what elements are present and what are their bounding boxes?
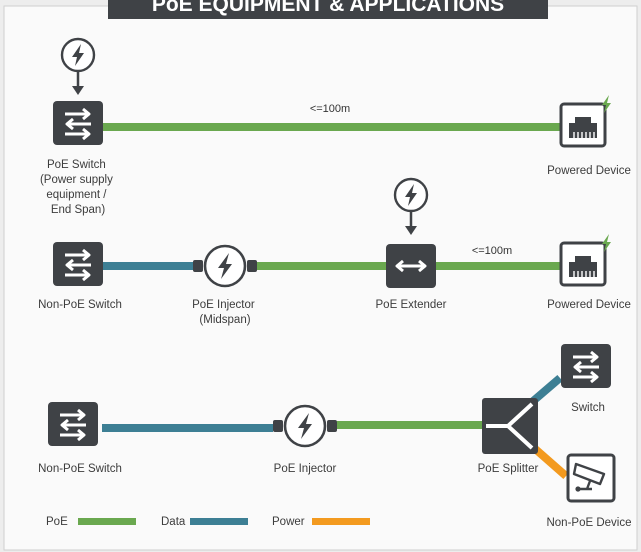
row-1: <=100m PoE Switch (Power supply equipmen… bbox=[40, 37, 631, 216]
power-source-icon bbox=[60, 37, 96, 95]
poe-switch-label: PoE Switch (Power supply equipment / End… bbox=[40, 159, 116, 216]
diagram-title: PoE EQUIPMENT & APPLICATIONS bbox=[152, 0, 504, 16]
network-switch-icon bbox=[46, 400, 100, 448]
network-switch-icon bbox=[559, 342, 613, 390]
power-source-icon bbox=[393, 177, 429, 235]
row-2: Non-PoE Switch PoE Injector (Midspan) Po… bbox=[38, 177, 631, 326]
distance-label: <=100m bbox=[472, 245, 512, 257]
distance-label: <=100m bbox=[310, 103, 350, 115]
network-switch-icon bbox=[51, 240, 105, 288]
security-camera-icon bbox=[566, 453, 616, 503]
legend: PoE Data Power bbox=[46, 516, 370, 528]
legend-poe-swatch bbox=[78, 518, 136, 525]
splitter-icon bbox=[482, 398, 538, 454]
powered-device-label: Powered Device bbox=[547, 299, 631, 311]
legend-poe-label: PoE bbox=[46, 516, 68, 528]
legend-power-label: Power bbox=[272, 516, 305, 528]
non-poe-switch-label: Non-PoE Switch bbox=[38, 463, 122, 475]
extender-icon bbox=[386, 244, 436, 288]
legend-data-swatch bbox=[190, 518, 248, 525]
legend-power-swatch bbox=[312, 518, 370, 525]
powered-device-label: Powered Device bbox=[547, 165, 631, 177]
non-poe-device-label: Non-PoE Device bbox=[546, 517, 631, 529]
title-banner: PoE EQUIPMENT & APPLICATIONS bbox=[108, 0, 548, 19]
poe-injector-label: PoE Injector bbox=[274, 463, 337, 475]
network-switch-icon bbox=[51, 99, 105, 147]
row-3: Non-PoE Switch PoE Injector PoE Splitter… bbox=[38, 342, 632, 529]
switch-label: Switch bbox=[571, 402, 605, 414]
legend-data-label: Data bbox=[161, 516, 186, 528]
non-poe-switch-label: Non-PoE Switch bbox=[38, 299, 122, 311]
poe-splitter-label: PoE Splitter bbox=[478, 463, 539, 475]
poe-injector-label: PoE Injector (Midspan) bbox=[192, 299, 258, 326]
poe-extender-label: PoE Extender bbox=[376, 299, 447, 311]
